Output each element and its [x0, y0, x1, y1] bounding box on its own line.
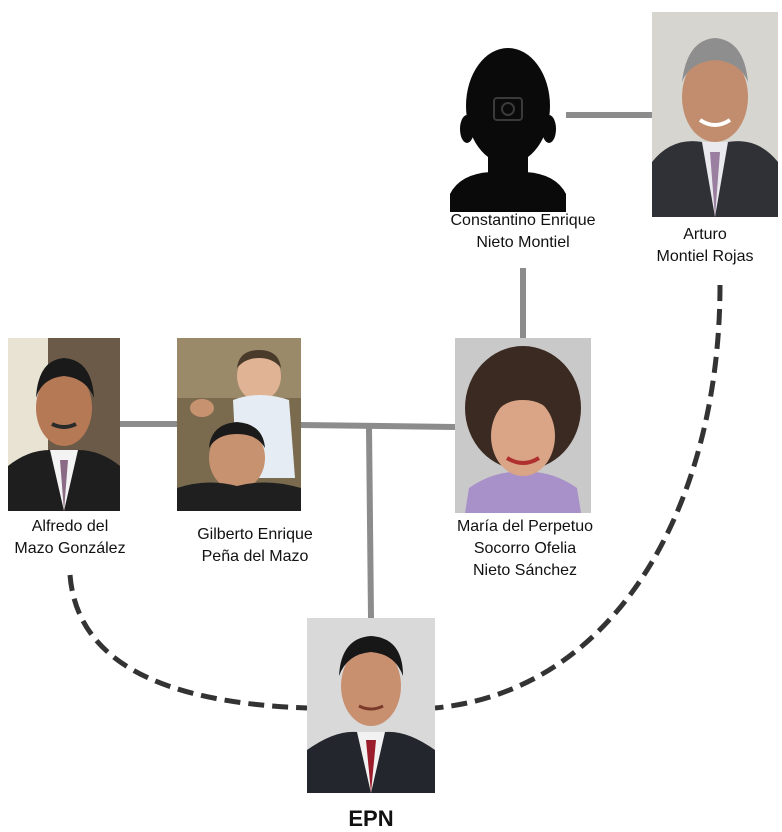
label-arturo: Arturo Montiel Rojas: [656, 226, 754, 265]
portrait-icon: [652, 12, 778, 217]
portrait-icon: [455, 338, 591, 513]
photo-arturo: [652, 12, 778, 217]
label-maria: María del Perpetuo Socorro Ofelia Nieto …: [456, 518, 594, 579]
label-alfredo: Alfredo del Mazo González: [14, 518, 126, 557]
label-epn: EPN: [348, 806, 394, 831]
photo-maria: [455, 338, 591, 513]
portrait-with-baby-icon: [177, 338, 301, 511]
dashed-arturo-epn: [434, 284, 723, 711]
dashed-alfredo-epn: [67, 574, 308, 711]
line-union-epn: [366, 426, 374, 619]
label-gilberto: Gilberto Enrique Peña del Mazo: [197, 526, 313, 565]
portrait-icon: [307, 618, 435, 793]
silhouette-icon: [450, 34, 566, 212]
photo-epn: [307, 618, 435, 793]
photo-gilberto: [177, 338, 301, 511]
photo-constantino: [450, 34, 566, 212]
photo-alfredo: [8, 338, 120, 511]
portrait-icon: [8, 338, 120, 511]
label-constantino: Constantino Enrique Nieto Montiel: [450, 212, 596, 251]
line-gilberto-maria: [299, 422, 456, 430]
